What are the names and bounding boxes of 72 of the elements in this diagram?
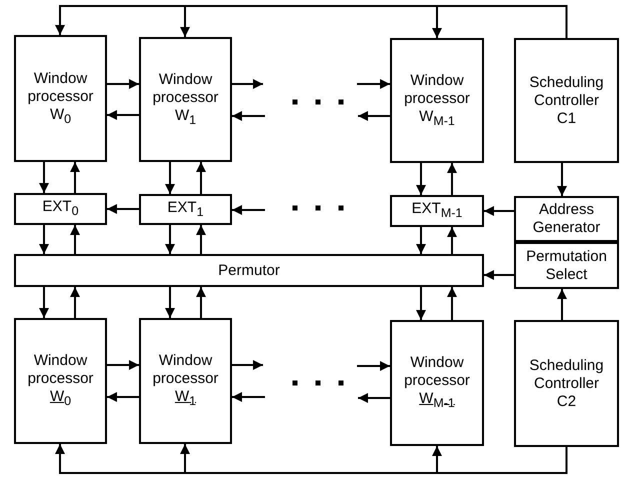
arrow [232,205,265,215]
block-label: Window processor [403,354,471,390]
arrow [484,206,514,216]
arrow [39,162,49,193]
block-label: EXT$_{M-1}$ [412,200,462,222]
arrow [447,227,457,254]
block-box [514,242,619,289]
block-box [139,37,232,162]
arrow [432,5,568,38]
arrow [165,162,175,194]
arrow [39,287,49,318]
arrow [107,204,139,214]
arrow [357,79,390,89]
arrow [232,79,263,89]
arrow [165,287,175,318]
block-label: Window processor [403,72,471,108]
arrow [232,111,265,121]
arrow [447,163,457,195]
arrow [39,225,49,254]
block-label: EXT$_{1}$ [167,198,204,220]
arrow [357,361,390,371]
block-index: W$_{M-1}$ [419,108,455,130]
block-box [390,320,484,446]
block-box [514,320,619,447]
block-label: Permutor [218,262,280,280]
arrow [196,225,206,254]
block-box [14,193,107,225]
arrow [70,225,80,254]
arrow [447,287,457,320]
block-label: Address Generator [532,201,602,237]
arrow [232,360,263,370]
arrow [416,227,426,254]
block-box [514,38,619,163]
arrow [196,162,206,194]
arrow [432,446,568,474]
block-index: W$_{1}$ [174,106,196,128]
block-label: Window processor [26,70,94,106]
block-box [14,254,484,287]
block-label: Scheduling Controller C1 [528,74,605,128]
block-label: Window processor [26,352,94,388]
arrow [358,111,390,121]
block-box [14,318,107,444]
arrow [484,270,514,280]
arrow [165,225,175,254]
arrow [416,163,426,195]
arrow [196,287,206,318]
arrow [557,163,567,196]
block-index: W$_{0}$ [50,388,72,410]
block-box [390,195,484,227]
arrow [70,162,80,193]
arrow [107,110,139,120]
arrow [107,392,139,402]
block-box [514,196,619,242]
arrow [557,289,567,320]
block-label: Scheduling Controller C2 [528,356,605,410]
arrow [107,79,139,89]
block-box [139,318,232,444]
arrow [416,287,426,320]
block-index: W$_{M-1}$ [419,390,455,412]
block-box [14,35,107,162]
block-box [390,38,484,163]
block-index: W$_{0}$ [50,106,72,128]
block-label: Window processor [152,352,220,388]
block-index: W$_{1}$ [174,388,196,410]
block-label: Window processor [152,70,220,106]
block-box [139,194,232,225]
arrow [232,392,265,402]
arrow [358,393,390,403]
arrow [107,360,139,370]
block-label: Permutation Select [525,248,608,284]
arrow [70,287,80,318]
block-label: EXT$_{0}$ [42,198,79,220]
